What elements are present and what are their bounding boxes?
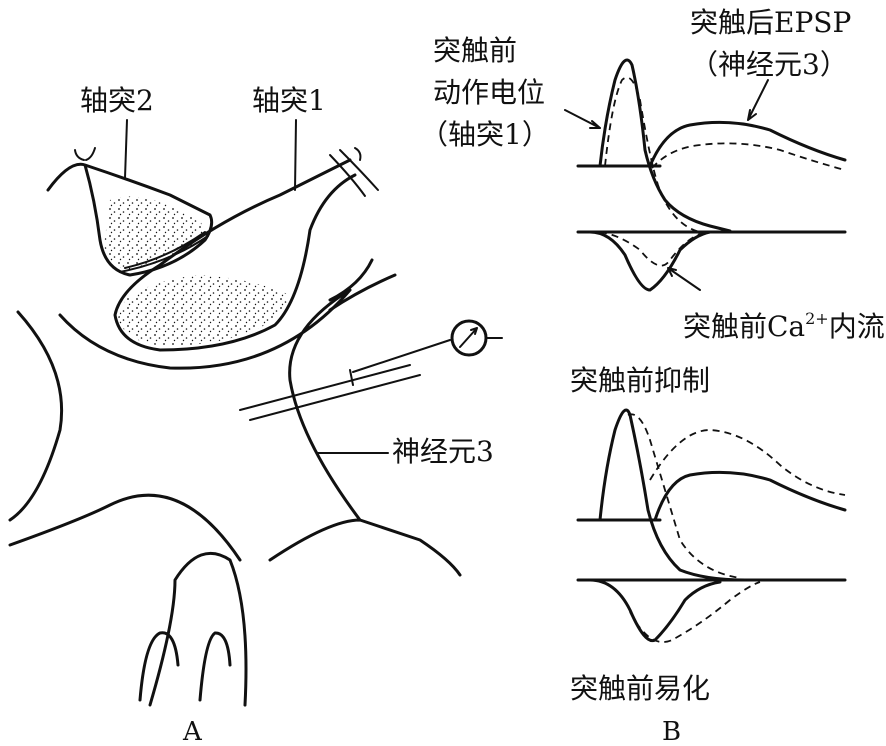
top-epsp-solid xyxy=(648,120,847,168)
panel-a-drawing xyxy=(8,119,503,707)
axon2-leader xyxy=(124,119,128,179)
axon2-label: 轴突2 xyxy=(80,84,154,117)
bottom-action-potential xyxy=(598,408,747,582)
axon1-stub xyxy=(329,147,379,197)
top-epsp-dashed xyxy=(651,142,846,171)
panel-b-label: B xyxy=(662,717,681,746)
ap-label-line3: （轴突1） xyxy=(420,118,550,151)
neuron3-body xyxy=(8,288,462,707)
ca-arrow xyxy=(667,267,701,291)
panel-b-top-traces xyxy=(564,58,847,292)
panel-a-label: A xyxy=(182,717,203,746)
dendrite-stub-right xyxy=(198,631,232,702)
epsp-label-line1: 突触后EPSP xyxy=(690,6,851,39)
bottom-epsp-dashed xyxy=(649,429,846,496)
top-action-potential xyxy=(598,58,732,233)
bottom-epsp-solid xyxy=(653,470,847,522)
top-ca-solid xyxy=(588,230,712,292)
bottom-ca-dashed xyxy=(629,581,761,643)
axon2-terminal xyxy=(46,162,214,277)
neuron3-label: 神经元3 xyxy=(392,435,494,468)
presyn-inhibition-label: 突触前抑制 xyxy=(570,364,710,397)
top-ap-dashed xyxy=(604,76,701,233)
ap-label-line1: 突触前 xyxy=(433,34,517,67)
presyn-facilitation-label: 突触前易化 xyxy=(570,672,710,705)
axon2-stub xyxy=(74,147,96,161)
dendrite-fork xyxy=(328,258,397,312)
bottom-ca-solid xyxy=(588,578,722,643)
epsp-label-line2: （神经元3） xyxy=(690,48,848,81)
axon1-leader xyxy=(294,119,297,191)
axon1-vesicles xyxy=(118,275,290,346)
axon1-terminal xyxy=(113,158,357,352)
ca-influx-label: 突触前Ca2+内流 xyxy=(683,309,885,343)
top-ca-dashed xyxy=(599,231,701,267)
ap-label-line2: 动作电位 xyxy=(433,76,545,109)
dendrite-stub-left xyxy=(138,631,180,702)
bottom-ap-dashed xyxy=(627,413,741,579)
panel-b-bottom-traces xyxy=(576,408,847,643)
recording-electrode xyxy=(239,319,503,421)
axon1-label: 轴突1 xyxy=(252,84,326,117)
epsp-arrow xyxy=(747,79,769,121)
ap-arrow xyxy=(564,109,601,129)
